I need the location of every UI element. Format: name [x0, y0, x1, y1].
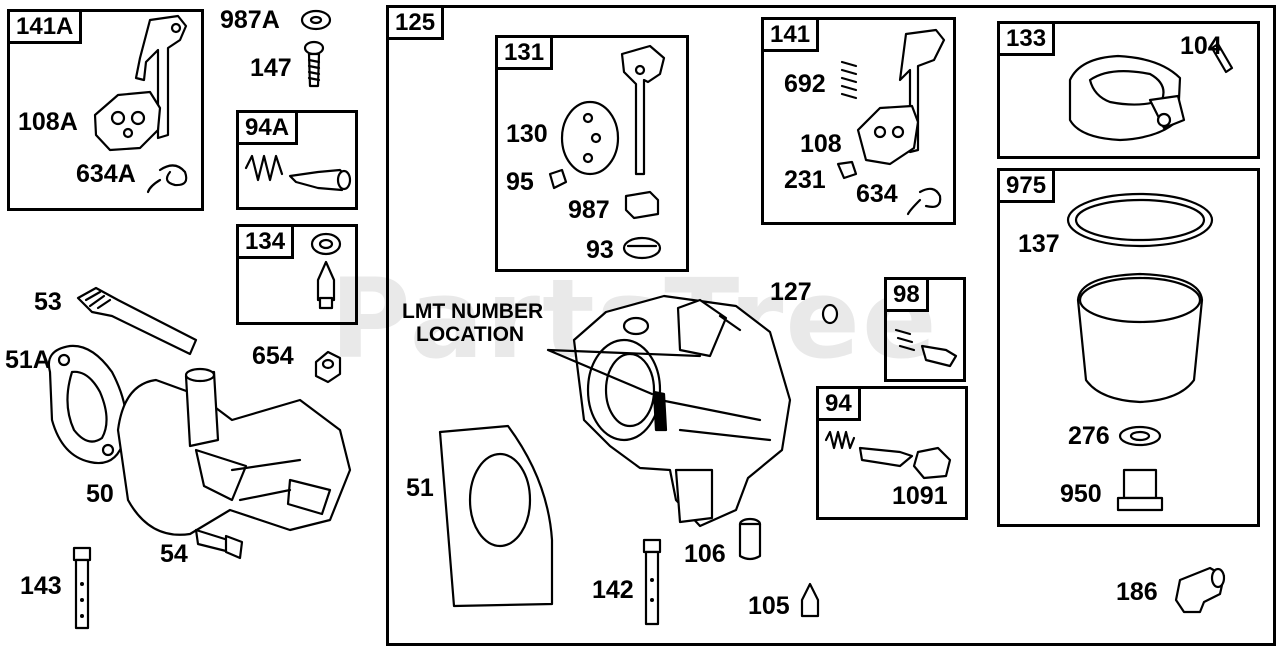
part-label-51[interactable]: 51 [406, 474, 434, 502]
box-label-125: 125 [389, 8, 445, 40]
throttle-131-drawing [548, 44, 666, 260]
choke-141-drawing [836, 28, 946, 216]
part-label-950[interactable]: 950 [1060, 480, 1102, 508]
part-label-231[interactable]: 231 [784, 166, 826, 194]
callout-line2: LOCATION [416, 323, 525, 347]
box-label-98: 98 [887, 280, 929, 312]
intake-manifold-50-drawing [116, 367, 352, 536]
part-label-53[interactable]: 53 [34, 288, 62, 316]
screw-147-drawing [303, 40, 325, 88]
part-label-106[interactable]: 106 [684, 540, 726, 568]
box-141: 141 [761, 17, 956, 225]
part-label-108[interactable]: 108 [800, 130, 842, 158]
part-label-137[interactable]: 137 [1018, 230, 1060, 258]
part-label-93[interactable]: 93 [586, 236, 614, 264]
box-label-94: 94 [819, 389, 861, 421]
needle-94A-drawing [244, 154, 352, 192]
part-label-130[interactable]: 130 [506, 120, 548, 148]
box-94: 94 [816, 386, 968, 520]
part-label-127[interactable]: 127 [770, 278, 812, 306]
callout-line1: LMT NUMBER [402, 300, 544, 323]
part-label-987A[interactable]: 987A [220, 6, 280, 34]
part-label-143[interactable]: 143 [20, 572, 62, 600]
part-label-147[interactable]: 147 [250, 54, 292, 82]
box-label-134: 134 [239, 227, 295, 259]
part-label-51A[interactable]: 51A [5, 346, 51, 374]
part-label-692[interactable]: 692 [784, 70, 826, 98]
float-133-drawing [1068, 42, 1234, 142]
lmt-number-callout: LMT NUMBER LOCATION [402, 300, 543, 346]
box-98: 98 [884, 277, 966, 382]
carburetor-body-125-drawing [572, 294, 792, 528]
part-label-186[interactable]: 186 [1116, 578, 1158, 606]
part-label-987[interactable]: 987 [568, 196, 610, 224]
box-label-975: 975 [1000, 171, 1056, 203]
throttle-shaft-53-drawing [76, 286, 198, 356]
tube-143-drawing [72, 546, 92, 630]
box-131: 131 [495, 35, 689, 272]
gasket-51-drawing [438, 424, 554, 608]
box-975: 975 [997, 168, 1260, 527]
choke-shaft-141A-drawing [93, 14, 188, 194]
box-134: 134 [236, 224, 358, 325]
box-label-141A: 141A [10, 12, 83, 44]
part-label-634A[interactable]: 634A [76, 160, 136, 188]
box-141A: 141A [7, 9, 204, 211]
part-label-634[interactable]: 634 [856, 180, 898, 208]
box-125: 125 [386, 5, 1276, 646]
part-label-95[interactable]: 95 [506, 168, 534, 196]
box-label-133: 133 [1000, 24, 1056, 56]
part-label-108A[interactable]: 108A [18, 108, 78, 136]
needle-94-drawing [824, 430, 952, 480]
elbow-186-drawing [1174, 566, 1226, 614]
part-label-104[interactable]: 104 [1180, 32, 1222, 60]
box-94A: 94A [236, 110, 358, 210]
part-label-105[interactable]: 105 [748, 592, 790, 620]
part-label-54[interactable]: 54 [160, 540, 188, 568]
box-133: 133 [997, 21, 1260, 159]
part-label-50[interactable]: 50 [86, 480, 114, 508]
part-label-142[interactable]: 142 [592, 576, 634, 604]
part-label-654[interactable]: 654 [252, 342, 294, 370]
box-label-94A: 94A [239, 113, 299, 145]
gasket-51A-drawing [47, 344, 128, 465]
bowl-975-drawing [1066, 192, 1214, 512]
part-label-276[interactable]: 276 [1068, 422, 1110, 450]
part-label-1091[interactable]: 1091 [892, 482, 948, 510]
tube-142-drawing [642, 538, 662, 626]
needle-98-drawing [894, 328, 958, 368]
box-label-141: 141 [764, 20, 820, 52]
box-label-131: 131 [498, 38, 554, 70]
